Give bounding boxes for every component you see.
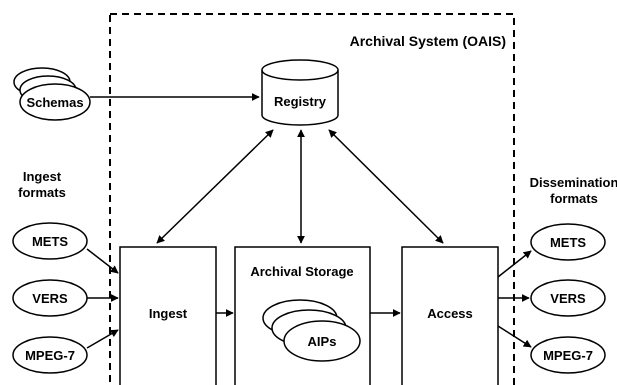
ingest-format-mpeg7: MPEG-7 bbox=[12, 336, 88, 374]
arrow-access-to-mpeg7 bbox=[497, 325, 532, 348]
arrow-registry-access bbox=[328, 129, 444, 244]
archival-system-title: Archival System (OAIS) bbox=[350, 33, 506, 49]
dissemination-format-mets-label: METS bbox=[550, 235, 586, 250]
aips-stack: AIPs bbox=[262, 299, 361, 362]
archival-system-boundary bbox=[109, 13, 515, 385]
dissemination-format-vers: VERS bbox=[530, 279, 606, 317]
schemas-stack: Schemas bbox=[13, 67, 91, 121]
ingest-formats-heading-line1: Ingest bbox=[23, 169, 62, 184]
ingest-box: Ingest bbox=[119, 246, 217, 385]
ingest-format-mets-label: METS bbox=[32, 234, 68, 249]
ingest-format-vers: VERS bbox=[12, 279, 88, 317]
dissemination-formats-heading-line2: formats bbox=[550, 191, 598, 206]
dissemination-format-mpeg7-label: MPEG-7 bbox=[543, 348, 593, 363]
aips-label: AIPs bbox=[308, 334, 337, 349]
ingest-format-vers-label: VERS bbox=[32, 291, 68, 306]
dissemination-format-mpeg7: MPEG-7 bbox=[530, 336, 606, 374]
ingest-label: Ingest bbox=[149, 306, 188, 321]
archival-storage-label: Archival Storage bbox=[250, 264, 353, 279]
arrow-mpeg7-to-ingest bbox=[86, 329, 119, 349]
dissemination-formats-heading-line1: Dissemination bbox=[530, 175, 617, 190]
ingest-formats-heading-line2: formats bbox=[18, 185, 66, 200]
schemas-label: Schemas bbox=[26, 95, 83, 110]
arrow-access-to-mets bbox=[497, 250, 532, 278]
access-box: Access bbox=[401, 246, 499, 385]
registry-label: Registry bbox=[274, 94, 327, 109]
dissemination-format-mets: METS bbox=[530, 223, 606, 261]
ingest-format-mets: METS bbox=[12, 222, 88, 260]
access-label: Access bbox=[427, 306, 473, 321]
registry-database: Registry bbox=[261, 59, 339, 126]
arrow-registry-ingest bbox=[156, 129, 274, 244]
dissemination-format-vers-label: VERS bbox=[550, 291, 586, 306]
arrow-mets-to-ingest bbox=[86, 248, 119, 274]
ingest-format-mpeg7-label: MPEG-7 bbox=[25, 348, 75, 363]
